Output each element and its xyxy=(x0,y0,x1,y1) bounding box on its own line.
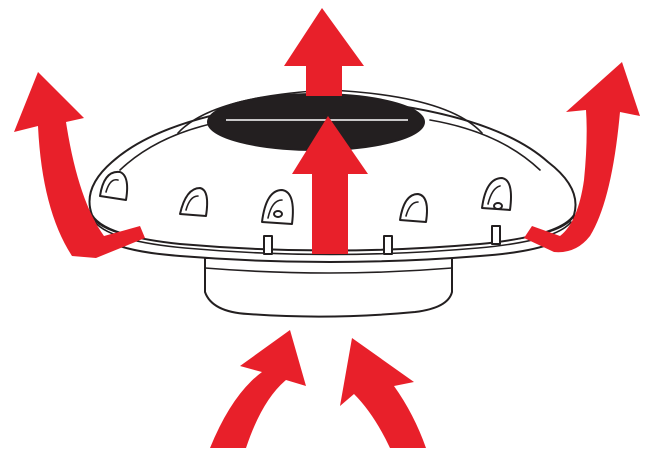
vent-louver-left-inner xyxy=(179,187,209,217)
exhaust-arrow-left xyxy=(14,72,145,258)
intake-arrow-left xyxy=(210,330,306,448)
exhaust-arrow-right xyxy=(524,62,640,253)
vent-louver-left xyxy=(99,170,129,201)
flange-posts xyxy=(263,225,501,255)
vent-collar-edge xyxy=(204,267,453,274)
vent-louver-right-inner xyxy=(399,193,428,223)
vent-louver-center xyxy=(261,189,294,225)
vent-louver-right xyxy=(481,177,512,211)
vent-dome-shoulder-right xyxy=(429,119,541,171)
airflow-arrows xyxy=(14,8,640,448)
intake-arrow-right xyxy=(340,338,426,448)
exhaust-arrow-center xyxy=(292,116,368,254)
exhaust-arrow-top xyxy=(284,8,364,96)
vent-collar xyxy=(204,257,453,318)
